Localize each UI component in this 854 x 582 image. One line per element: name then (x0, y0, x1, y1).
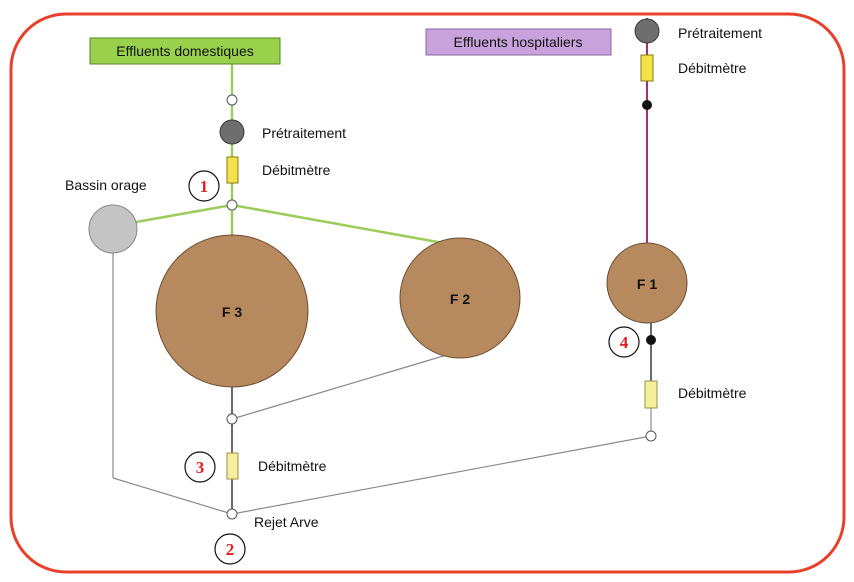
valve-node (642, 100, 652, 110)
pretreatment-icon (219, 119, 245, 145)
flowmeter-outlet-label: Débitmètre (258, 458, 327, 474)
storm-basin-circle (88, 204, 138, 254)
marker-4-circle (608, 326, 640, 358)
f1-to-outlet-pipe (231, 435, 652, 515)
valve-node (646, 335, 656, 345)
hospital-box-label: Effluents hospitaliers (454, 34, 583, 50)
junction-node (645, 430, 657, 442)
pond-f2-circle (399, 237, 521, 359)
pond-f1: F 1 (606, 242, 688, 324)
marker-1-circle (188, 170, 220, 202)
flowmeter-icon (226, 156, 239, 184)
flowmeter-hospital-bottom-label: Débitmètre (678, 385, 747, 401)
storm-basin-pipe-diagonal (112, 477, 233, 515)
flowmeter-hospital-top-label: Débitmètre (678, 60, 747, 76)
domestic-effluents-box: Effluents domestiques (89, 37, 281, 65)
pond-f3-circle (155, 234, 309, 388)
pond-f2-label: F 2 (450, 291, 470, 307)
pond-f3-label: F 3 (222, 304, 242, 320)
marker-3: 3 (184, 451, 216, 483)
marker-3-circle (184, 451, 216, 483)
outlet-node (226, 508, 238, 520)
pond-f2: F 2 (399, 237, 521, 359)
marker-1-text: 1 (200, 177, 209, 196)
green-pipes (135, 62, 461, 248)
pretreatment-domestic-label: Prétraitement (262, 125, 346, 141)
flowmeter-icon (226, 452, 239, 480)
f2-outlet-pipe (231, 350, 461, 420)
marker-2-text: 2 (226, 540, 235, 559)
marker-3-text: 3 (196, 458, 205, 477)
pond-f1-label: F 1 (637, 276, 657, 292)
diagram-frame (9, 12, 846, 574)
pretreatment-hospital-label: Prétraitement (678, 25, 762, 41)
marker-2-circle (214, 533, 246, 565)
domestic-box-label: Effluents domestiques (116, 43, 254, 59)
outlet-label: Rejet Arve (254, 514, 319, 530)
marker-4-text: 4 (620, 333, 629, 352)
flowmeter-domestic-label: Débitmètre (262, 162, 331, 178)
pond-f3: F 3 (155, 234, 309, 388)
marker-4: 4 (608, 326, 640, 358)
hospital-effluents-box: Effluents hospitaliers (425, 28, 612, 56)
marker-2: 2 (214, 533, 246, 565)
pond-f1-circle (606, 242, 688, 324)
junction-node (226, 94, 238, 106)
domestic-box-rect (89, 37, 281, 65)
hospital-box-rect (425, 28, 612, 56)
junction-node (226, 199, 238, 211)
storm-basin-label: Bassin orage (65, 177, 147, 193)
pipe-to-storm-basin (135, 203, 233, 224)
marker-1: 1 (188, 170, 220, 202)
flowmeter-icon (640, 54, 654, 82)
flowmeter-icon (644, 380, 658, 409)
pipe-to-f2 (231, 203, 461, 248)
junction-node (226, 413, 238, 425)
pretreatment-icon (634, 18, 660, 44)
